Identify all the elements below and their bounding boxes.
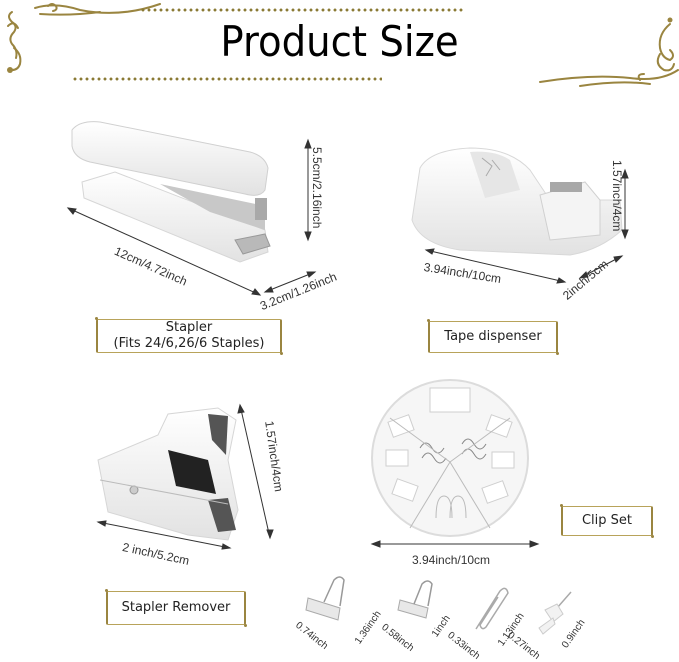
large-binder-clip-icon [305, 576, 345, 621]
tape-dispenser-image [411, 147, 623, 256]
small-binder-clip-icon [397, 580, 433, 619]
stapler-image [71, 121, 271, 263]
clip-set-label: Clip Set [560, 504, 654, 538]
page-title: Product Size [220, 17, 459, 66]
tape-dispenser-label: Tape dispenser [427, 319, 559, 355]
stapler-remover-image [97, 407, 239, 541]
flourish-top-left-icon [7, 3, 161, 73]
clip-set-label-name: Clip Set [581, 513, 633, 528]
clip-set-diameter-dim: 3.94inch/10cm [412, 553, 491, 567]
tape-dispenser-dimension-arrows [424, 168, 629, 284]
flourish-top-right-icon [539, 17, 679, 87]
tape-dispenser-label-name: Tape dispenser [444, 329, 542, 344]
stapler-dimension-arrows [66, 138, 317, 296]
stapler-remover-label: Stapler Remover [105, 589, 247, 627]
stapler-label-name: Stapler [165, 320, 213, 335]
clip-set-image [371, 379, 529, 537]
push-pin-icon [538, 591, 572, 635]
stapler-remover-dimension-arrows [96, 403, 274, 550]
stapler-label: Stapler (Fits 24/6,26/6 Staples) [95, 317, 283, 355]
tape-height-dim: 1.57inch/4cm [610, 160, 624, 232]
stapler-remover-label-name: Stapler Remover [121, 600, 231, 615]
stapler-label-note: (Fits 24/6,26/6 Staples) [113, 336, 265, 351]
stapler-height-dim: 5.5cm/2.16inch [310, 147, 324, 229]
paper-clip-icon [475, 587, 509, 630]
title-rule-top [140, 8, 465, 12]
title-rule-bottom [72, 77, 382, 81]
clip-set-dimension-arrow [370, 540, 540, 548]
